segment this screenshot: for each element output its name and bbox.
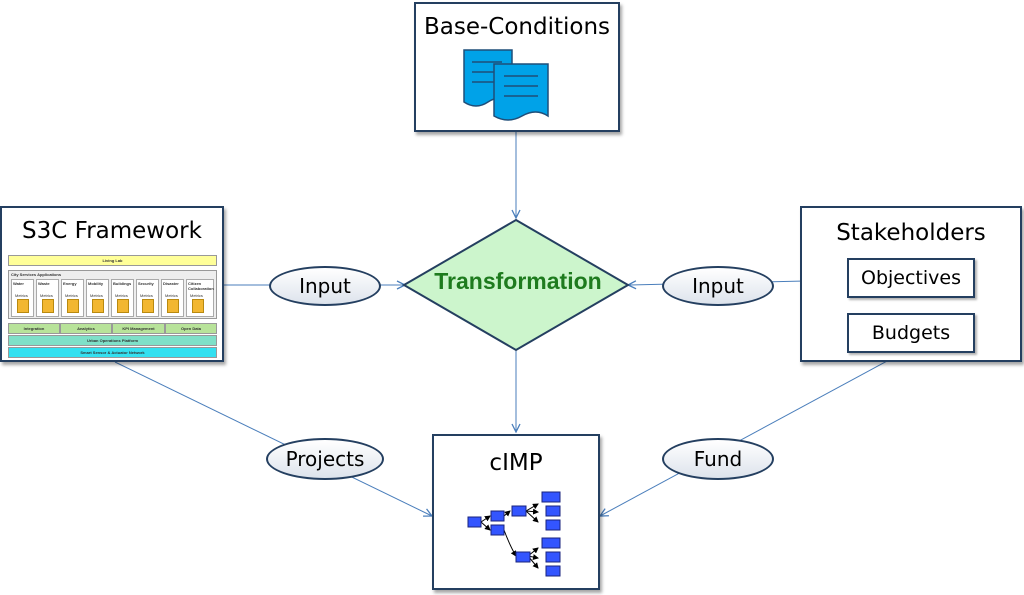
service-name: Disaster bbox=[163, 281, 179, 286]
database-icon bbox=[92, 299, 104, 313]
metrics-label: Metrics bbox=[165, 293, 178, 298]
transformation-label: Transformation bbox=[434, 268, 602, 294]
service-name: Citizen Collaboration bbox=[188, 281, 214, 291]
metrics-label: Metrics bbox=[140, 293, 153, 298]
service-name: Waste bbox=[38, 281, 50, 286]
metrics-label: Metrics bbox=[40, 293, 53, 298]
metrics-label: Metrics bbox=[65, 293, 78, 298]
kpi-management-layer: KPI Management bbox=[112, 323, 165, 334]
metrics-label: Metrics bbox=[90, 293, 103, 298]
service-name: Security bbox=[138, 281, 154, 286]
metrics-label: Metrics bbox=[190, 293, 203, 298]
cimp-box: cIMP bbox=[432, 434, 600, 590]
fund-ellipse: Fund bbox=[662, 438, 774, 480]
service-name: Mobility bbox=[88, 281, 104, 286]
s3c-framework-title: S3C Framework bbox=[22, 218, 202, 244]
cimp-title: cIMP bbox=[489, 450, 543, 476]
hierarchy-icon bbox=[467, 491, 561, 577]
metrics-label: Metrics bbox=[115, 293, 128, 298]
base-conditions-title: Base-Conditions bbox=[423, 14, 611, 40]
sensor-network-band: Smart Sensor & Actuator Network bbox=[8, 347, 217, 358]
living-lab-band: Living Lab bbox=[8, 255, 217, 266]
projects-ellipse: Projects bbox=[266, 438, 384, 480]
edge-framework-to-cimp bbox=[114, 361, 432, 516]
database-icon bbox=[167, 299, 179, 313]
city-services-title: City Services Applications bbox=[11, 272, 62, 277]
database-icon bbox=[142, 299, 154, 313]
service-name: Energy bbox=[63, 281, 77, 286]
database-icon bbox=[17, 299, 29, 313]
budgets-box: Budgets bbox=[847, 313, 975, 353]
analytics-layer: Analytics bbox=[60, 323, 112, 334]
input-right-ellipse: Input bbox=[662, 266, 774, 306]
stakeholders-title: Stakeholders bbox=[836, 220, 986, 246]
database-icon bbox=[67, 299, 79, 313]
database-icon bbox=[117, 299, 129, 313]
edge-budgets-to-cimp bbox=[600, 352, 903, 516]
objectives-box: Objectives bbox=[847, 258, 975, 298]
urban-operations-platform-band: Urban Operations Platform bbox=[8, 335, 217, 346]
documents-icon bbox=[463, 49, 549, 121]
service-name: Buildings bbox=[113, 281, 132, 286]
transformation-diamond bbox=[402, 218, 630, 352]
service-name: Water bbox=[13, 281, 24, 286]
input-left-ellipse: Input bbox=[269, 266, 381, 306]
metrics-label: Metrics bbox=[15, 293, 28, 298]
s3c-framework-diagram: Living Lab City Services Applications Wa… bbox=[8, 251, 217, 361]
database-icon bbox=[192, 299, 204, 313]
base-conditions-box: Base-Conditions bbox=[414, 2, 620, 132]
open-data-layer: Open Data bbox=[165, 323, 217, 334]
database-icon bbox=[42, 299, 54, 313]
integration-layer: Integration bbox=[8, 323, 60, 334]
